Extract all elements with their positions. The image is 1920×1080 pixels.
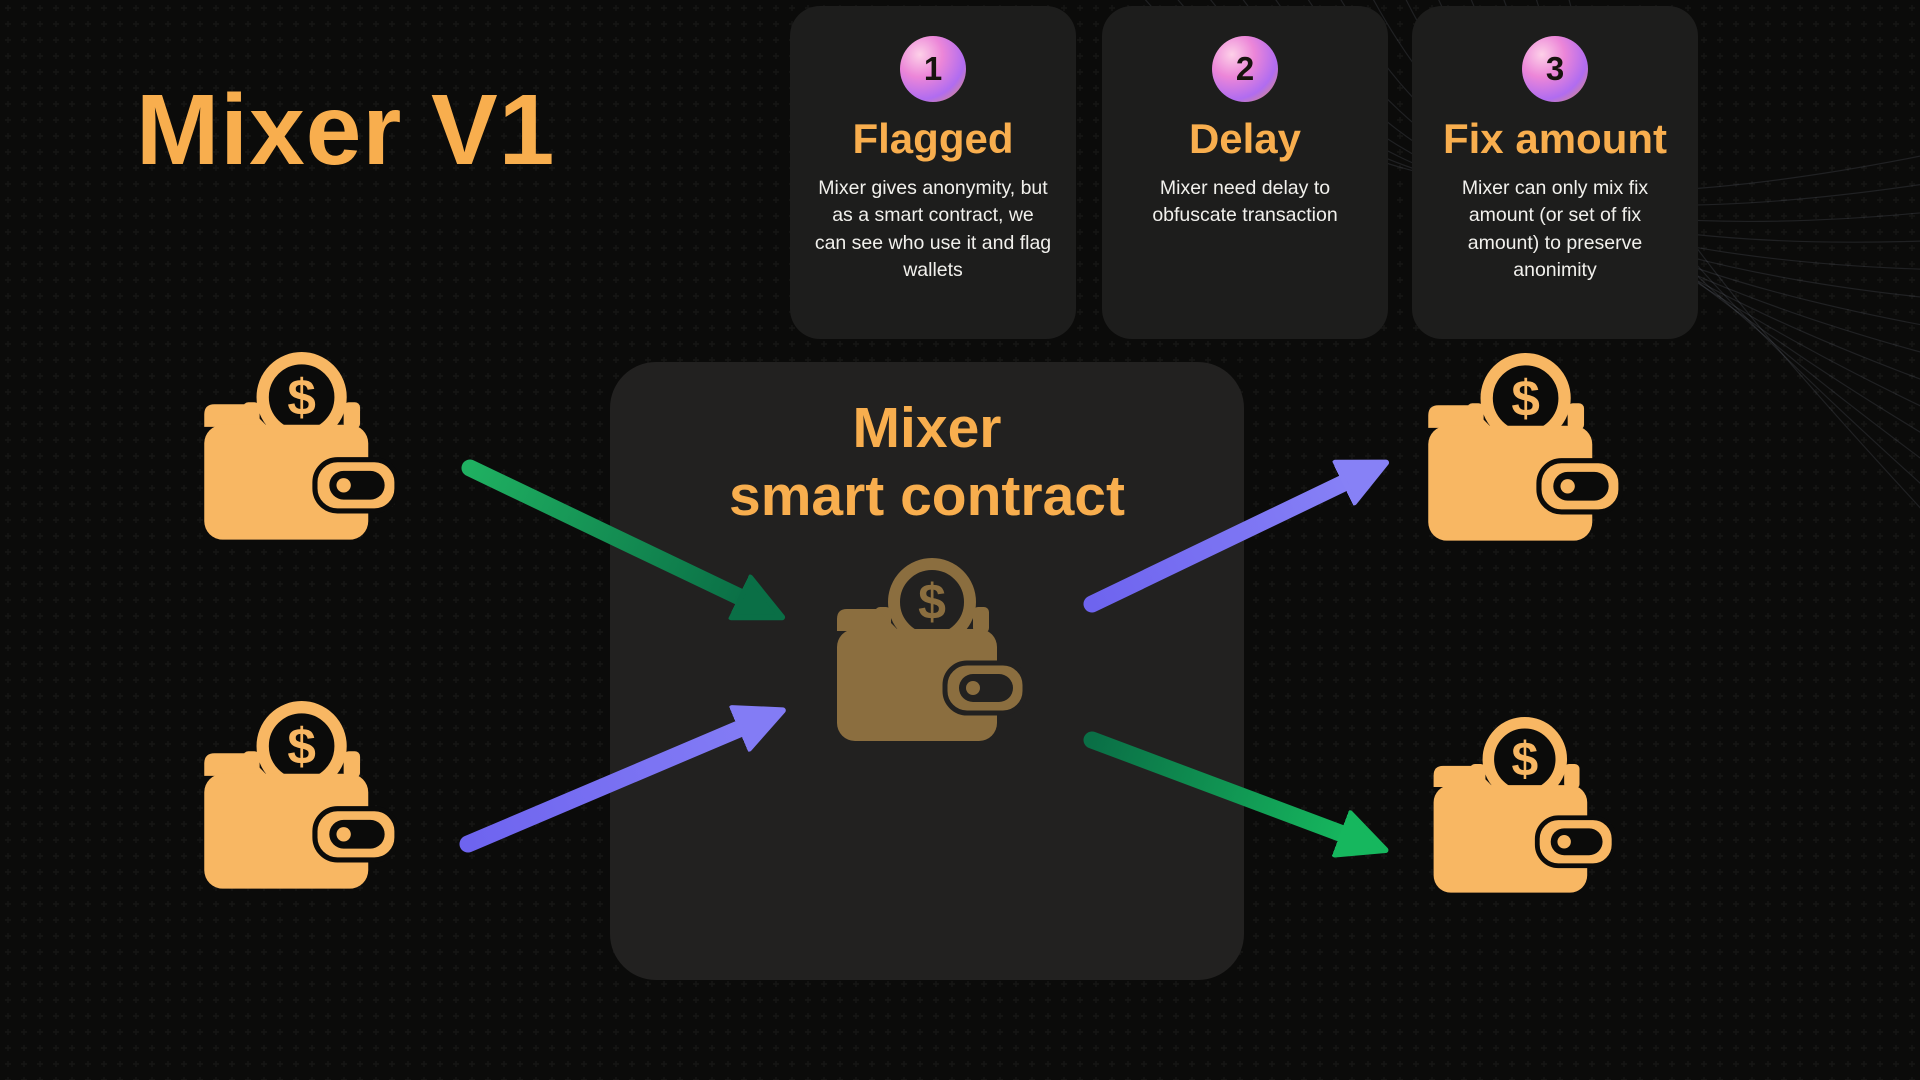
mixer-card-title: Mixer smart contract	[610, 394, 1244, 531]
step-title: Flagged	[852, 115, 1014, 162]
step-card-fix-amount: 3 Fix amount Mixer can only mix fix amou…	[1412, 6, 1698, 339]
step-card-flagged: 1 Flagged Mixer gives anonymity, but as …	[790, 6, 1076, 339]
mixer-smart-contract-card: Mixer smart contract	[610, 362, 1244, 980]
mixer-wallet-icon	[827, 557, 1027, 757]
wallet-input-top-icon	[194, 351, 399, 556]
step-number-badge: 2	[1212, 36, 1278, 102]
mixer-title-line2: smart contract	[729, 464, 1125, 529]
step-card-delay: 2 Delay Mixer need delay to obfuscate tr…	[1102, 6, 1388, 339]
step-description: Mixer can only mix fix amount (or set of…	[1461, 177, 1649, 282]
wallet-output-top-icon	[1418, 352, 1623, 557]
wallet-input-bottom-icon	[194, 700, 399, 905]
page-title: Mixer V1	[136, 74, 556, 186]
step-title: Fix amount	[1442, 115, 1667, 162]
step-title: Delay	[1188, 115, 1302, 162]
step-number-badge: 3	[1522, 36, 1588, 102]
mixer-title-line1: Mixer	[852, 396, 1002, 460]
wallet-output-bottom-icon	[1424, 716, 1616, 908]
step-number-badge: 1	[900, 36, 966, 102]
step-description: Mixer need delay to obfuscate transactio…	[1152, 177, 1338, 227]
step-description: Mixer gives anonymity, but as a smart co…	[814, 177, 1052, 282]
